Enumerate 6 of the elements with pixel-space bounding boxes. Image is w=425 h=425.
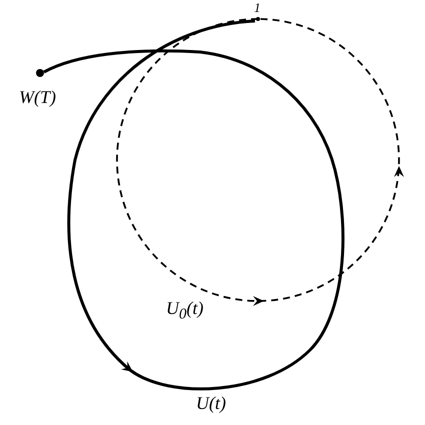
point-label: W(T) xyxy=(19,88,56,106)
point-label: 1 xyxy=(254,1,260,14)
curve-label: U(t) xyxy=(196,394,226,412)
curve xyxy=(43,20,344,390)
curve-label: U$_{0}$(t) xyxy=(166,299,204,323)
dashed-curve xyxy=(116,18,404,306)
